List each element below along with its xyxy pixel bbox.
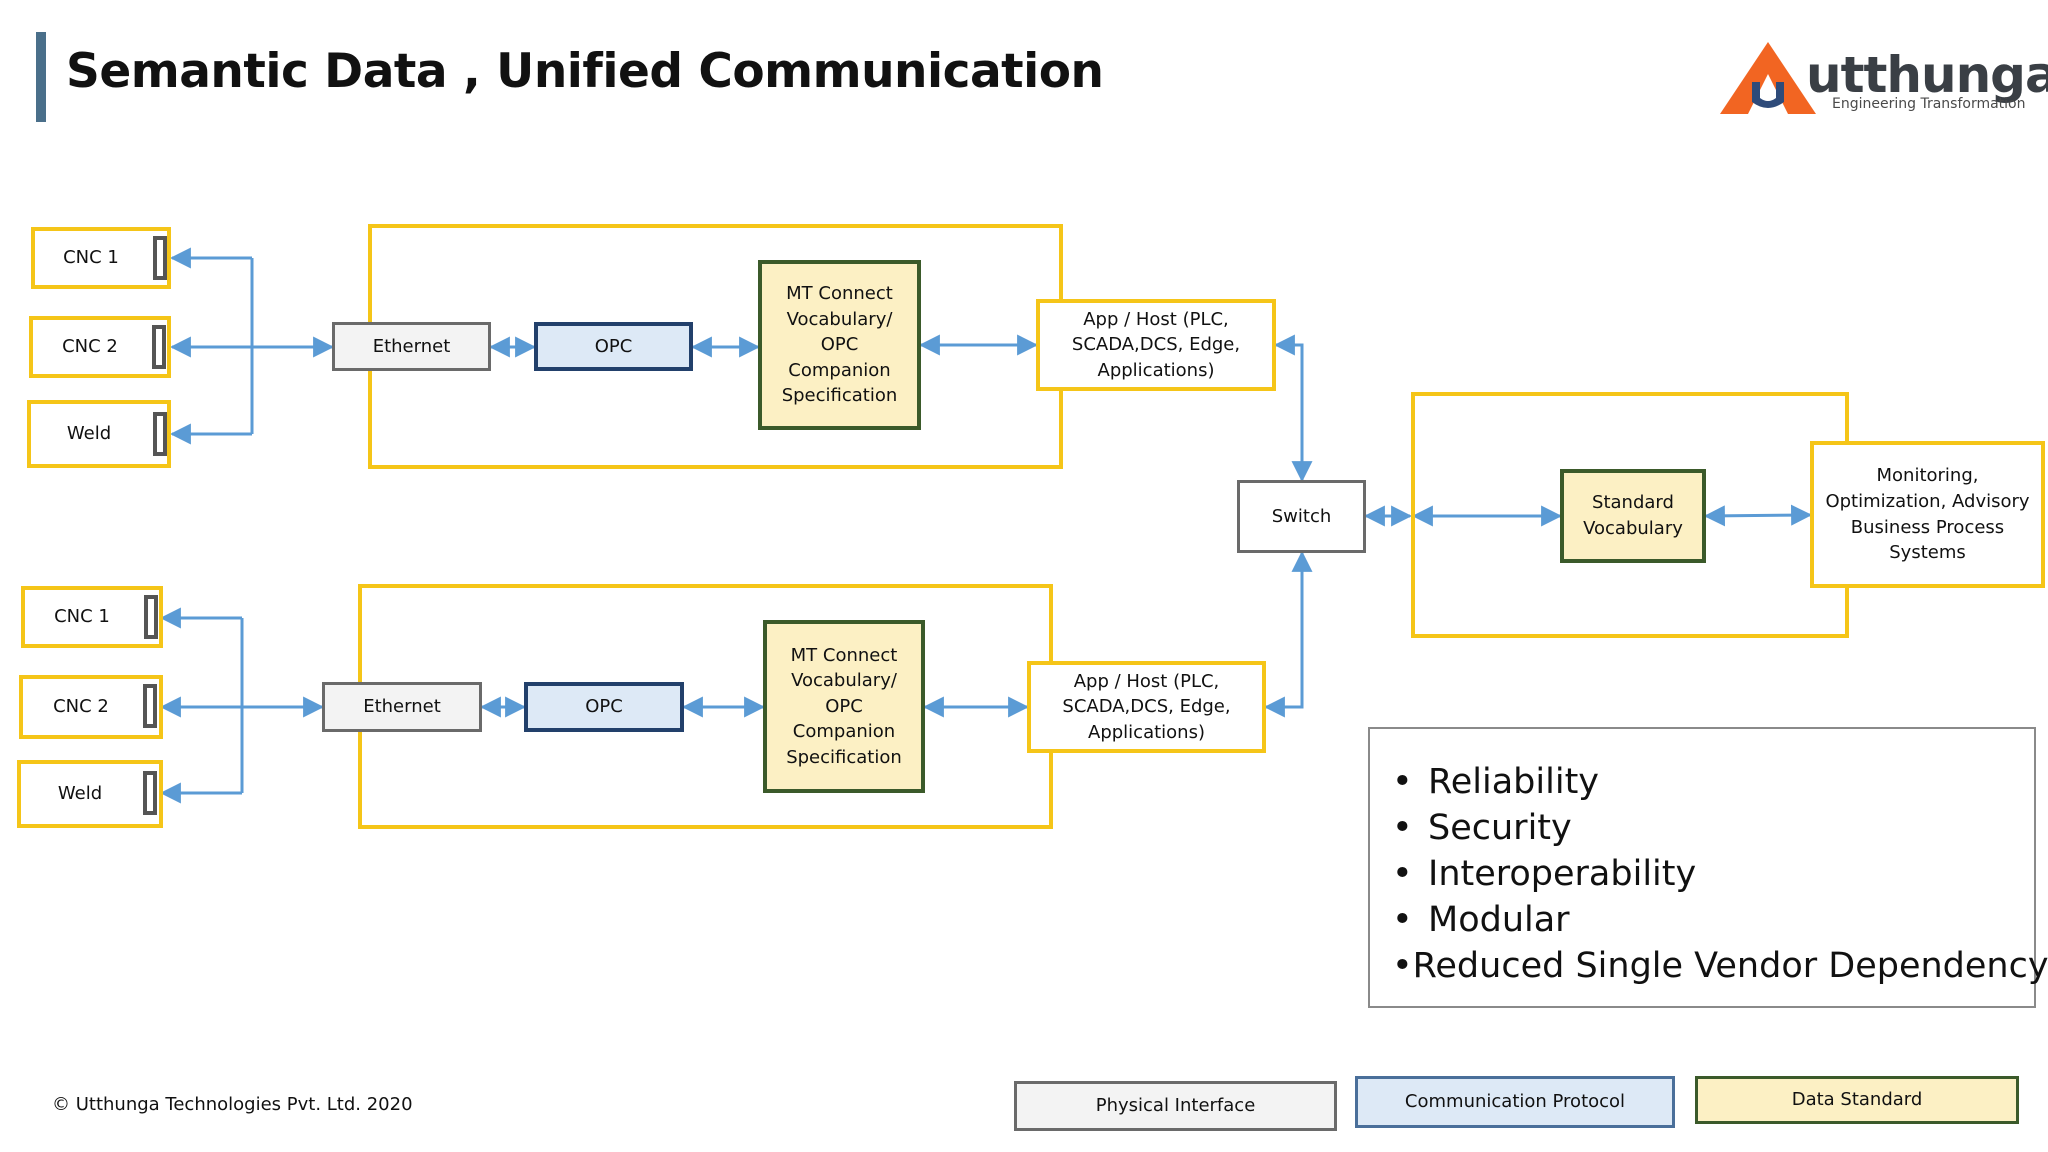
top-machine-cnc1: CNC 1 (31, 227, 171, 289)
benefit-item: •Security (1392, 808, 1572, 848)
top-port-cnc1 (153, 236, 167, 280)
bottom-port-cnc2 (143, 684, 157, 728)
page-title: Semantic Data , Unified Communication (66, 44, 1104, 99)
legend-communication-protocol: Communication Protocol (1355, 1076, 1675, 1128)
top-opc-box: OPC (534, 322, 693, 371)
title-accent-bar (36, 32, 46, 122)
benefit-item: •Modular (1392, 900, 1570, 940)
standard-vocabulary-box: Standard Vocabulary (1560, 469, 1706, 563)
switch-box: Switch (1237, 480, 1366, 553)
benefit-item: •Reduced Single Vendor Dependency (1392, 946, 2048, 986)
bottom-machine-cnc1: CNC 1 (21, 586, 163, 648)
bottom-port-cnc1 (144, 595, 158, 639)
top-port-cnc2 (152, 325, 166, 369)
bottom-port-weld (143, 771, 157, 815)
logo-wordmark: utthunga (1806, 46, 2048, 104)
bottom-opc-box: OPC (524, 682, 684, 732)
legend-physical-interface: Physical Interface (1014, 1081, 1337, 1131)
benefits-panel: •Reliability •Security •Interoperability… (1368, 727, 2048, 1008)
business-systems-box: Monitoring, Optimization, Advisory Busin… (1810, 441, 2045, 588)
top-machine-weld: Weld (27, 400, 171, 468)
benefit-item: •Reliability (1392, 762, 1600, 802)
copyright-text: © Utthunga Technologies Pvt. Ltd. 2020 (52, 1094, 413, 1115)
vocab-systems-link (1703, 504, 1813, 527)
logo-tagline: Engineering Transformation (1832, 96, 2026, 112)
benefit-item: •Interoperability (1392, 854, 1697, 894)
bottom-machine-weld: Weld (17, 760, 163, 828)
bottom-ethernet-box: Ethernet (322, 682, 482, 732)
bottom-app-switch (1263, 550, 1313, 718)
legend-data-standard: Data Standard (1695, 1076, 2019, 1124)
top-machine-cnc2: CNC 2 (29, 316, 171, 378)
utthunga-logo-icon (1720, 42, 1816, 114)
top-standard-box: MT Connect Vocabulary/ OPC Companion Spe… (758, 260, 921, 430)
top-port-weld (153, 412, 167, 456)
top-ethernet-box: Ethernet (332, 322, 491, 371)
bottom-machine-cnc2: CNC 2 (19, 675, 163, 739)
top-app-host-box: App / Host (PLC, SCADA,DCS, Edge, Applic… (1036, 299, 1276, 391)
top-app-switch (1273, 334, 1313, 483)
bottom-app-host-box: App / Host (PLC, SCADA,DCS, Edge, Applic… (1027, 661, 1266, 753)
bottom-standard-box: MT Connect Vocabulary/ OPC Companion Spe… (763, 620, 925, 793)
